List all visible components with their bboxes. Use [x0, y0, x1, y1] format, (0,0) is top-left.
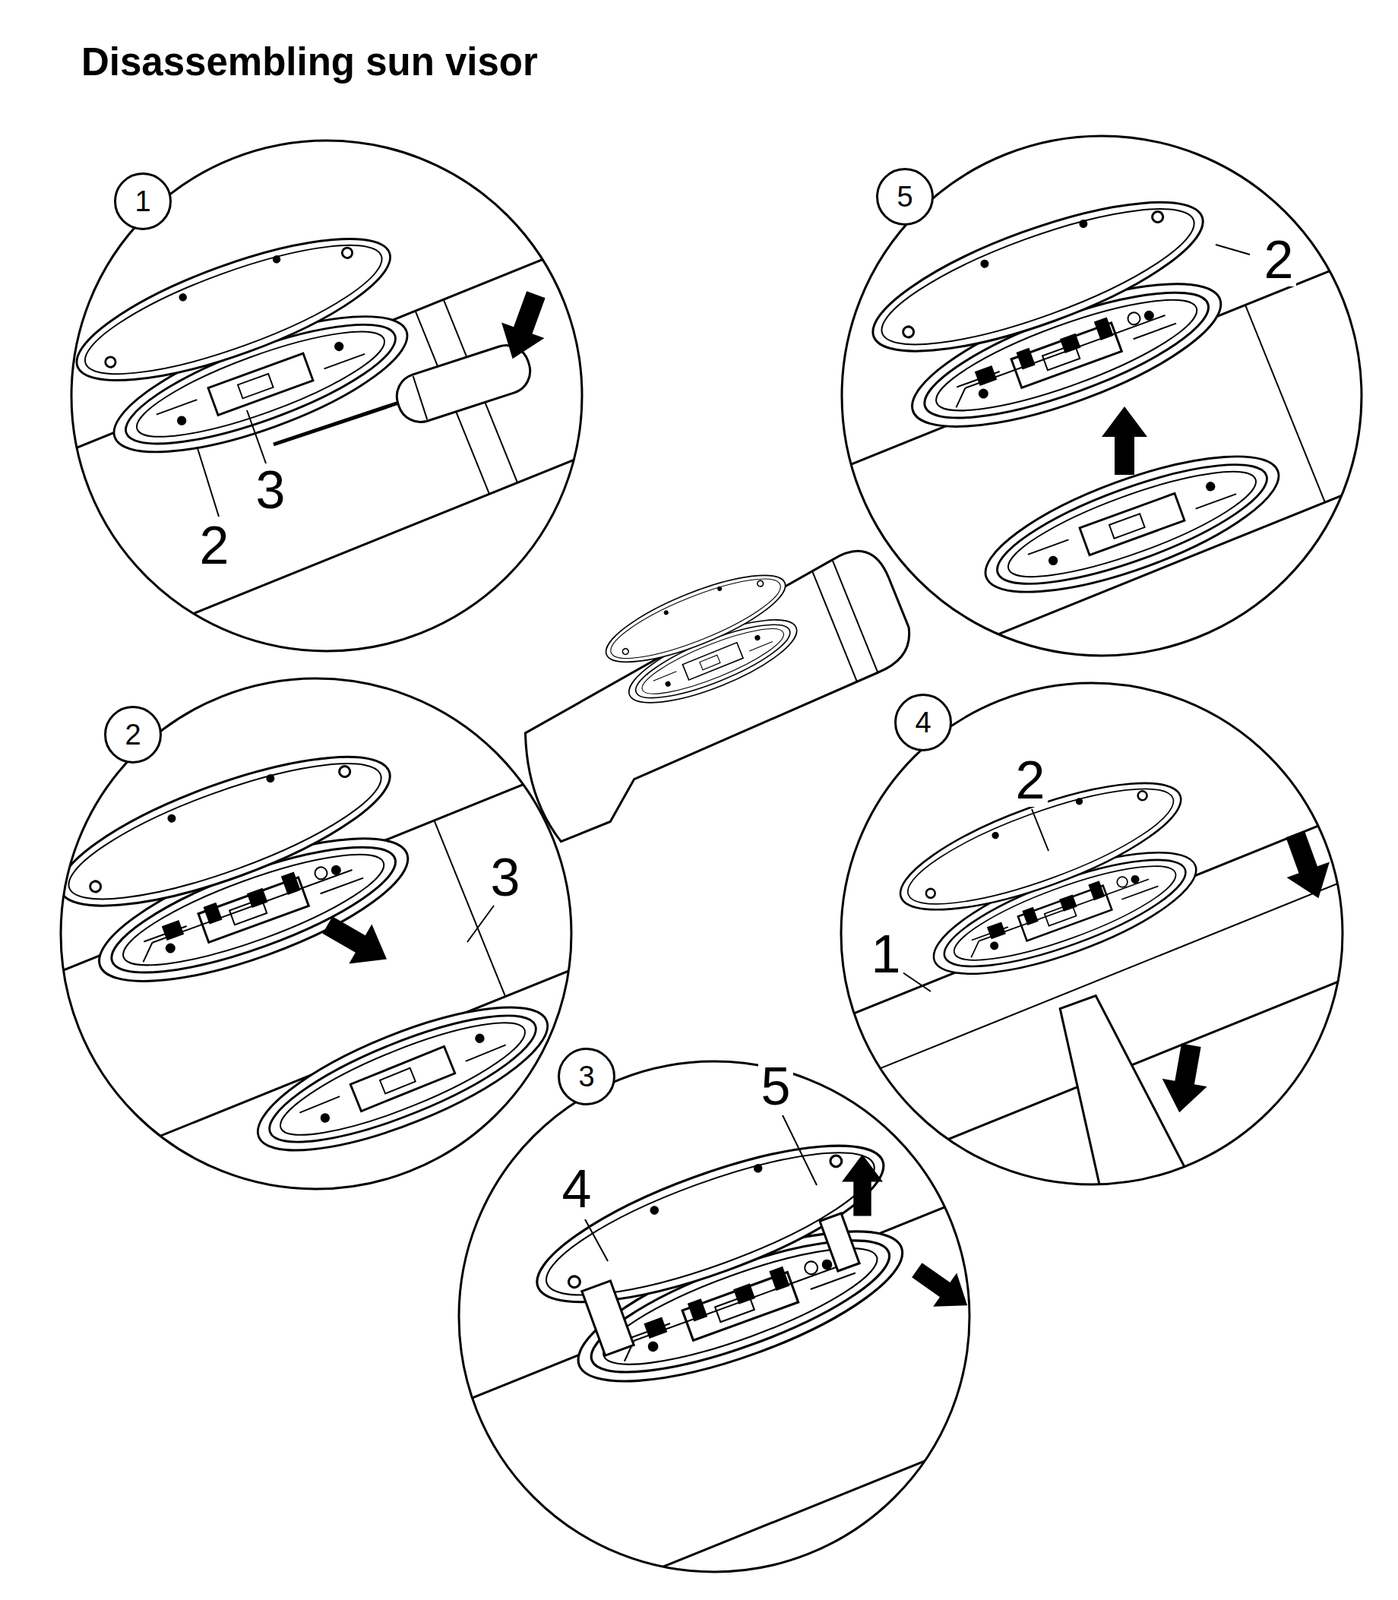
step-number: 4: [894, 693, 953, 752]
title: Disassembling sun visor: [81, 39, 538, 85]
step-number: 3: [557, 1047, 616, 1106]
callout-number: 3: [487, 850, 524, 905]
callout-number: 2: [196, 518, 233, 573]
step-label: 4: [914, 708, 931, 737]
callout-number: 2: [1261, 233, 1297, 287]
callout-number: 2: [1012, 753, 1049, 807]
step-label: 1: [134, 186, 151, 216]
step-label: 2: [124, 720, 141, 750]
step-label: 3: [578, 1062, 595, 1092]
callout-number: 4: [559, 1162, 595, 1216]
step-number: 2: [104, 705, 162, 764]
sun-visor: [495, 541, 935, 845]
callout-number: 1: [868, 927, 905, 981]
step-number: 5: [876, 167, 934, 226]
callout-number: 5: [758, 1059, 794, 1114]
step-number: 1: [113, 172, 172, 231]
callout-number: 3: [253, 463, 289, 517]
step-label: 5: [896, 182, 913, 212]
